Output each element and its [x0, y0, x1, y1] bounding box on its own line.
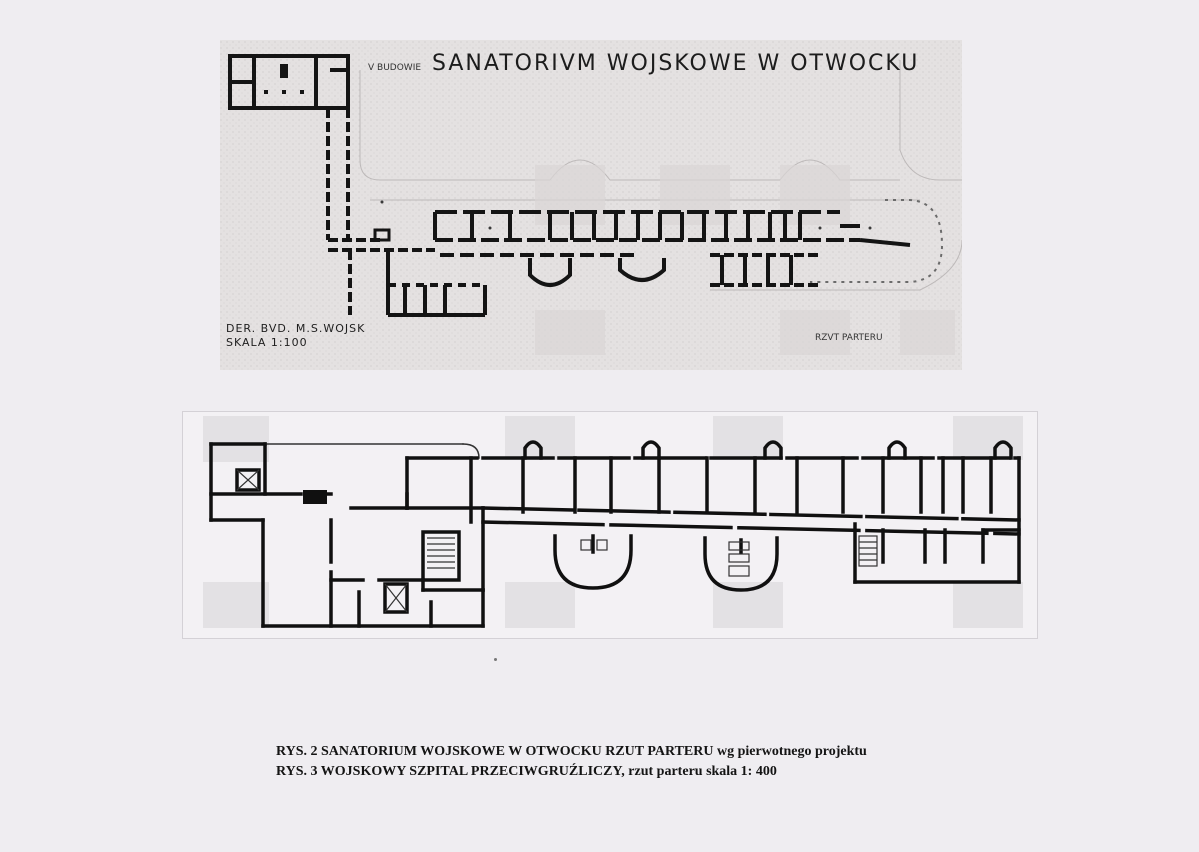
plan-label: RZVT PARTERU [815, 333, 883, 343]
caption-figure-2: RYS. 2 SANATORIUM WOJSKOWE W OTWOCKU RZU… [276, 744, 867, 759]
original-plan-figure: V BUDOWIE SANATORIVM WOJSKOWE W OTWOCKU [220, 40, 962, 370]
speck [494, 658, 497, 661]
plan-title: SANATORIVM WOJSKOWE W OTWOCKU [432, 51, 919, 76]
drafting-office-stamp: DER. BVD. M.S.WOJSK [226, 322, 365, 335]
building-walls [209, 440, 1021, 628]
scale-note: SKALA 1:100 [226, 336, 308, 349]
figure-captions: RYS. 2 SANATORIUM WOJSKOWE W OTWOCKU RZU… [276, 742, 1036, 782]
west-block [348, 250, 487, 317]
title-prefix: V BUDOWIE [368, 63, 421, 73]
caption-figure-3: RYS. 3 WOJSKOWY SZPITAL PRZECIWGRUŹLICZY… [276, 764, 777, 779]
north-wing [228, 54, 350, 110]
floor-plan-figure [182, 411, 1038, 639]
